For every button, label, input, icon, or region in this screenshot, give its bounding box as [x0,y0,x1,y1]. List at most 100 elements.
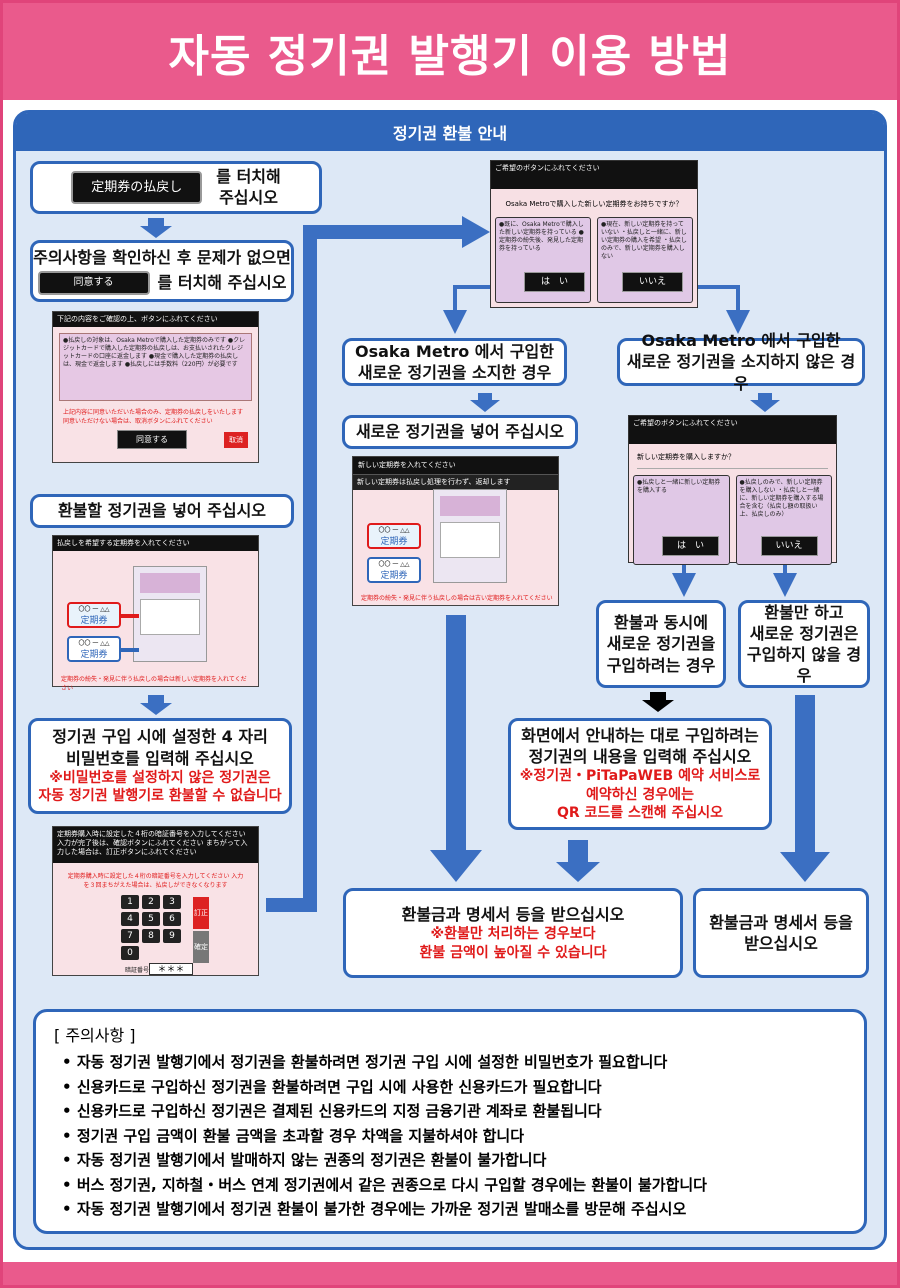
new-pass-label: 定期券 [80,650,108,660]
connector-head [462,216,490,248]
new-pass-card: 〇〇 一 △△ 定期券 [67,636,121,662]
key-7[interactable]: 7 [121,929,139,943]
key-2[interactable]: 2 [142,895,160,909]
guide-red3: QR 코드를 스캔해 주십시오 [556,805,724,822]
not-owned-box: Osaka Metro 에서 구입한 새로운 정기권을 소지하지 않은 경우 [617,331,865,393]
machine-illustration-2 [433,489,507,583]
new-card-blue: 〇〇 一 △△ 定期券 [367,557,421,583]
key-5[interactable]: 5 [142,912,160,926]
pin-keypad: 1 2 3 4 5 6 7 8 9 0 [121,895,181,960]
step4-box: 정기권 구입 시에 설정한 4 자리 비밀번호를 입력해 주십시오 ※비밀번호를… [28,718,292,814]
note-item: 자동 정기권 발행기에서 정기권 환불이 불가한 경우에는 가까운 정기권 발매… [62,1197,846,1222]
key-6[interactable]: 6 [163,912,181,926]
owned-question-text: Osaka Metroで購入した新しい定期券をお持ちですか？ [505,200,683,208]
old-pass-label: 定期券 [80,616,108,626]
new-pass-code: 〇〇 一 △△ [78,640,110,647]
machine-illustration [133,566,207,662]
step1-text-line1: 를 터치해 [216,166,281,186]
buy-yes-desc: ●払戻しと一緒に新しい定期券を購入する [637,479,721,495]
guide-box: 화면에서 안내하는 대로 구입하려는 정기권의 내용을 입력해 주십시오 ※정기… [508,718,772,830]
agreement-screen-red: 上記内容に同意いただいた場合のみ、定期券の払戻しをいたします 同意いただけない場… [63,409,244,426]
pin-screen-header: 定期券購入時に設定した４桁の暗証番号を入力してください 入力が完了後は、確認ボタ… [53,827,258,863]
pin-input[interactable]: ＊＊＊ [149,963,193,975]
page-title: 자동 정기권 발행기 이용 방법 [168,30,732,82]
insert-pass-footer: 定期券の紛失・発見に伴う払戻しの場合は新しい定期券を入れてください [61,676,247,692]
key-9[interactable]: 9 [163,929,181,943]
guide-line1: 화면에서 안내하는 대로 구입하려는 [521,726,759,746]
pin-confirm-button[interactable]: 確定 [193,931,209,963]
buy-yes-panel[interactable]: ●払戻しと一緒に新しい定期券を購入する は い [633,475,730,565]
not-owned-line2: 새로운 정기권을 소지하지 않은 경우 [626,352,856,393]
bottom-bar [3,1262,897,1285]
not-owned-line1: Osaka Metro 에서 구입한 [641,331,841,351]
connector-path [266,225,470,912]
buy-question-text: 新しい定期券を購入しますか？ [637,452,828,469]
section-title: 정기권 환불 안내 [392,124,508,143]
buy-no-panel[interactable]: ●払戻しのみで、新しい定期券を購入しない ・払戻しと一緒に、新しい定期券を購入す… [735,475,832,565]
owned-yes-button[interactable]: は い [524,271,586,292]
step4-red1: ※비밀번호를 설정하지 않은 정기권은 [49,769,271,786]
buy-question-header: ご希望のボタンにふれてください [629,416,836,444]
receive-with-buy-box: 환불금과 명세서 등을 받으십시오 ※환불만 처리하는 경우보다 환불 금액이 … [343,888,683,978]
receive1-red2: 환불 금액이 높아질 수 있습니다 [419,944,607,961]
note-item: 신용카드로 구입하신 정기권을 환불하려면 구입 시에 사용한 신용카드가 필요… [62,1075,846,1100]
buy-yes-button[interactable]: は い [662,535,720,556]
step4-line1: 정기권 구입 시에 설정한 4 자리 [52,727,268,747]
owned-yes-desc: ●既に、Osaka Metroで購入した新しい定期券を持っている ●定期券の紛失… [499,221,584,253]
new-card-red: 〇〇 一 △△ 定期券 [367,523,421,549]
buy-line2: 새로운 정기권을 [606,634,716,654]
pin-correct-button[interactable]: 訂正 [193,897,209,929]
agreement-screen-header: 下記の内容をご確認の上、ボタンにふれてください [53,312,258,328]
pin-label: 暗証番号 [125,967,150,974]
new-card-blue-code: 〇〇 一 △△ [378,561,410,568]
step1-box: 定期券の払戻し 를 터치해 주십시오 [30,161,322,214]
buy-line3: 구입하려는 경우 [606,655,716,675]
notes-box: [ 주의사항 ] 자동 정기권 발행기에서 정기권을 환불하려면 정기권 구입 … [33,1009,867,1234]
insert-new-screen: 新しい定期券を入れてください 新しい定期券は払戻し処理を行わず、返却します 〇〇… [352,456,559,606]
section-header: 정기권 환불 안내 [16,113,884,151]
receive1-red1: ※환불만 처리하는 경우보다 [430,926,596,943]
notes-heading: [ 주의사항 ] [54,1026,136,1045]
nobuy-line2: 새로운 정기권은 [749,623,859,643]
refund-button[interactable]: 定期券の払戻し [71,170,203,205]
screen-cancel-button[interactable]: 取消 [224,431,248,448]
owned-box: Osaka Metro 에서 구입한 새로운 정기권을 소지한 경우 [342,338,567,386]
key-8[interactable]: 8 [142,929,160,943]
title-bar: 자동 정기권 발행기 이용 방법 [3,3,897,100]
key-1[interactable]: 1 [121,895,139,909]
owned-no-panel[interactable]: ●現在、新しい定期券を持っていない ・払戻しと一緒に、新しい定期券の購入を希望 … [597,217,693,303]
agree-button[interactable]: 同意する [37,271,150,295]
no-buy-box: 환불만 하고 새로운 정기권은 구입하지 않을 경우 [738,600,870,688]
guide-red1: ※정기권・PiTaPaWEB 예약 서비스로 [519,768,761,785]
buy-line1: 환불과 동시에 [614,613,708,633]
blue-arrow [121,648,139,652]
key-3[interactable]: 3 [163,895,181,909]
owned-no-button[interactable]: いいえ [622,271,684,292]
note-item: 자동 정기권 발행기에서 발매하지 않는 권종의 정기권은 환불이 불가합니다 [62,1148,846,1173]
insert-new-header2: 新しい定期券は払戻し処理を行わず、返却します [353,474,558,491]
buy-no-button[interactable]: いいえ [760,535,818,556]
buy-no-desc: ●払戻しのみで、新しい定期券を購入しない ・払戻しと一緒に、新しい定期券を購入す… [739,479,824,519]
screen-agree-button[interactable]: 同意する [117,430,187,450]
key-4[interactable]: 4 [121,912,139,926]
new-card-blue-label: 定期券 [380,571,408,581]
new-card-red-label: 定期券 [380,537,408,547]
note-item: 신용카드로 구입하신 정기권은 결제된 신용카드의 지정 금융기관 계좌로 환불… [62,1099,846,1124]
step2-line1: 주의사항을 확인하신 후 문제가 없으면 [33,248,291,268]
note-item: 정기권 구입 금액이 환불 금액을 초과할 경우 차액을 지불하셔야 합니다 [62,1124,846,1149]
agreement-screen: 下記の内容をご確認の上、ボタンにふれてください ●払戻しの対象は、Osaka M… [52,311,259,463]
owned-yes-panel[interactable]: ●既に、Osaka Metroで購入した新しい定期券を持っている ●定期券の紛失… [495,217,591,303]
owned-line2: 새로운 정기권을 소지한 경우 [357,363,552,382]
red-arrow [121,614,139,618]
step2-box: 주의사항을 확인하신 후 문제가 없으면 同意する 를 터치해 주십시오 [30,240,294,302]
step1-text-line2: 주십시오 [219,187,278,207]
step3-box: 환불할 정기권을 넣어 주십시오 [30,494,294,528]
pin-screen: 定期券購入時に設定した４桁の暗証番号を入力してください 入力が完了後は、確認ボタ… [52,826,259,976]
key-0[interactable]: 0 [121,946,139,960]
step4-red2: 자동 정기권 발행기로 환불할 수 없습니다 [38,788,282,805]
old-pass-card: 〇〇 一 △△ 定期券 [67,602,121,628]
buy-new-box: 환불과 동시에 새로운 정기권을 구입하려는 경우 [596,600,726,688]
guide-line2: 정기권의 내용을 입력해 주십시오 [528,747,752,767]
insert-new-footer: 定期券の紛失・発見に伴う払戻しの場合は古い定期券を入れてください [361,595,553,602]
